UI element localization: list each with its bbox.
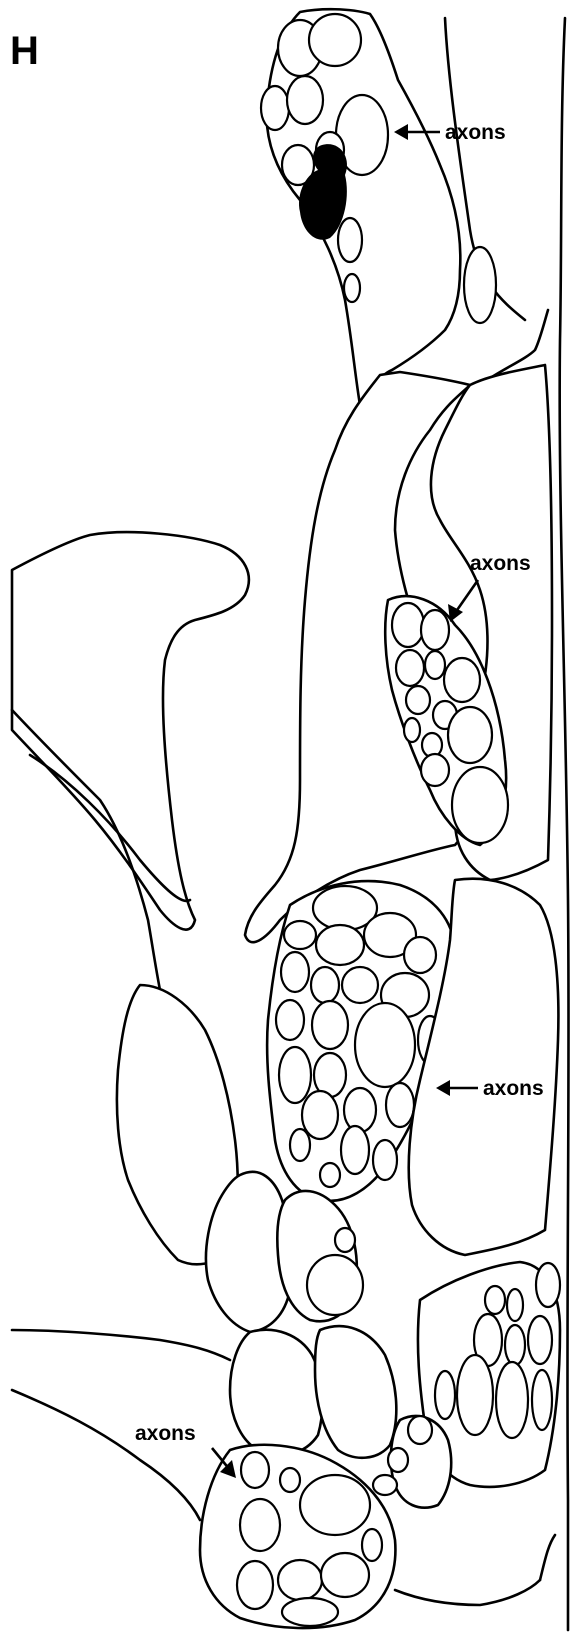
lower-axon	[307, 1255, 363, 1315]
lower-left-strand-2	[12, 1390, 200, 1520]
bottom-right-line	[395, 1580, 540, 1605]
lower-left-strand	[12, 1330, 230, 1360]
label-axons-lower-left: axons	[135, 1422, 196, 1445]
label-axons-top: axons	[445, 121, 506, 144]
panel-letter: H	[10, 29, 39, 73]
left-flap	[12, 532, 249, 929]
small-axon	[335, 1228, 355, 1252]
upper-right-label-arrow-shaft	[455, 580, 478, 613]
bottom-right-line-2	[540, 1535, 555, 1580]
node-ellipse	[464, 247, 496, 323]
label-axons-upper-right: axons	[470, 552, 531, 575]
bottom-cell-1	[230, 1330, 323, 1455]
right-edge-line	[560, 18, 569, 1630]
label-axons-middle-right: axons	[483, 1077, 544, 1100]
bottom-cell-2	[315, 1326, 396, 1458]
